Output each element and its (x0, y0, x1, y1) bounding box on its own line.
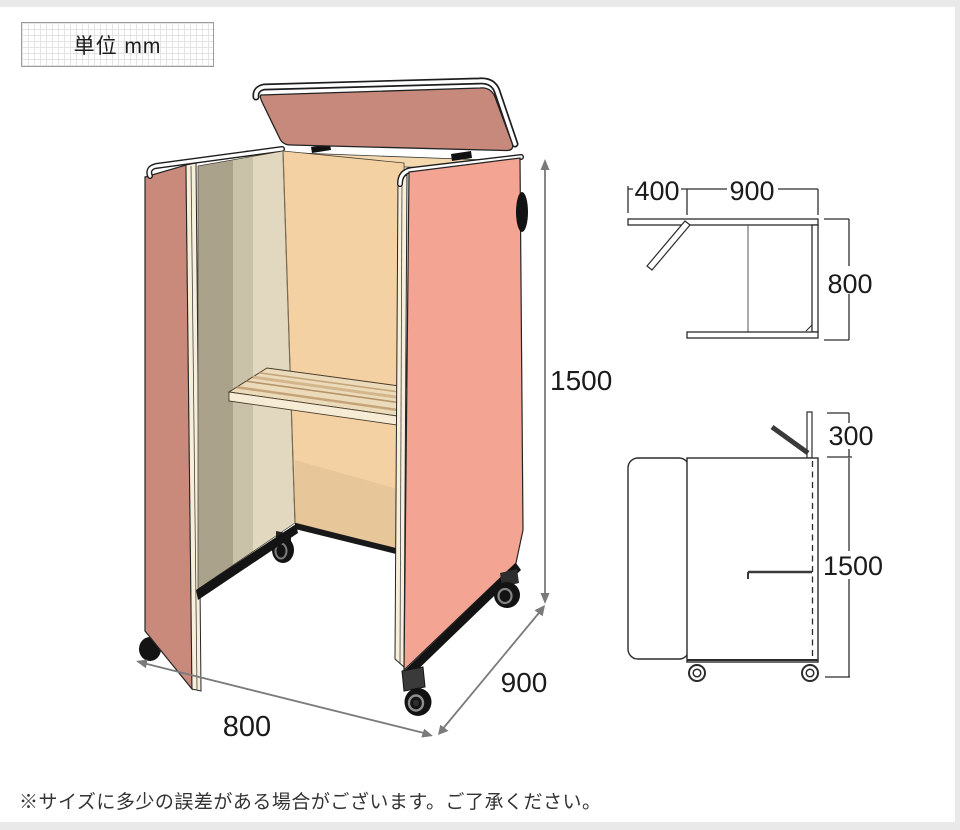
label-bg (727, 178, 778, 203)
dim-label-flap-side: 300 (828, 421, 873, 451)
side-view-flap-angled (770, 424, 810, 456)
left-panel-inner-shadow (198, 160, 233, 589)
base-bar-left (196, 524, 298, 600)
lid-edge-band (254, 79, 517, 146)
lid-panel (259, 87, 514, 152)
label-bg (633, 178, 681, 203)
right-panel-top-band (398, 155, 523, 186)
left-panel-top-band (147, 147, 284, 178)
dim-label-flap-top: 400 (634, 176, 679, 206)
left-panel-edge-line (190, 165, 198, 691)
caster-front-right-hub (407, 694, 425, 712)
side-view-schematic: 300 1500 (627, 411, 886, 682)
dim-label-depth-3d: 900 (501, 667, 548, 698)
dim-label-width-top: 800 (827, 269, 872, 299)
dimension-arrowheads-3d (136, 159, 550, 738)
label-bg (820, 551, 886, 579)
caster-back-right-hub (497, 587, 513, 605)
base-bar-back (295, 523, 408, 557)
dim-label-width-3d: 800 (223, 711, 271, 743)
booth-3d-illustration (139, 77, 528, 716)
caster-front-right-axle (413, 699, 419, 707)
top-view-side-panel (627, 218, 819, 226)
page-margin-top (0, 0, 960, 7)
unit-label: 単位 mm (73, 34, 162, 58)
dim-label-depth-top: 900 (729, 176, 774, 206)
unit-label-box: 単位 mm (21, 22, 214, 67)
side-view-dim-brackets (825, 412, 852, 678)
right-panel-latch (516, 192, 528, 232)
caster-mount-front-right (401, 666, 426, 692)
back-panel-floor-shadow (295, 460, 408, 552)
base-bar-right (403, 563, 521, 679)
page-margin-bottom (0, 822, 960, 830)
dimension-lines-3d (138, 166, 546, 736)
side-view-caster-left-hub (692, 668, 702, 678)
top-view-open-flap (646, 220, 691, 271)
size-disclaimer: ※サイズに多少の誤差がある場合がございます。ご了承ください。 (19, 792, 602, 813)
left-panel-inner-shadow-soft (233, 156, 253, 566)
dim-label-height-side: 1500 (823, 551, 883, 581)
label-bg (825, 266, 875, 294)
top-view-side-panel-2 (686, 331, 819, 339)
right-panel-edge-line (399, 176, 403, 664)
label-bg (825, 423, 877, 449)
side-view-outer-panel (627, 457, 690, 660)
side-view-caster-right-hub (805, 668, 815, 678)
back-left-corner-line (282, 150, 296, 524)
dim-label-height-3d: 1500 (550, 365, 612, 396)
side-view-body (686, 457, 819, 663)
hinge-right (451, 151, 472, 161)
right-panel-outer (403, 157, 524, 672)
top-view-schematic: 400 900 800 (627, 176, 875, 341)
top-view-back-panel (811, 224, 819, 333)
page-margin-right (955, 0, 960, 830)
left-panel-outer (144, 164, 193, 691)
top-view-corner-tick (805, 324, 813, 332)
